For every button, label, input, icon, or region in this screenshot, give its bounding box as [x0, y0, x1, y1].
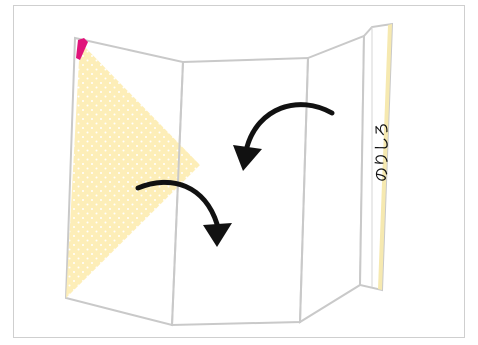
- curved-arrow-down-icon: [135, 179, 232, 247]
- glue-flap-label: のりしろ: [373, 122, 391, 182]
- patterned-triangle: [66, 42, 200, 298]
- corner-accent: [76, 38, 88, 60]
- curved-arrow-left-icon: [233, 102, 335, 171]
- panel-right: [298, 34, 366, 324]
- glue-flap: のりしろ: [358, 22, 394, 292]
